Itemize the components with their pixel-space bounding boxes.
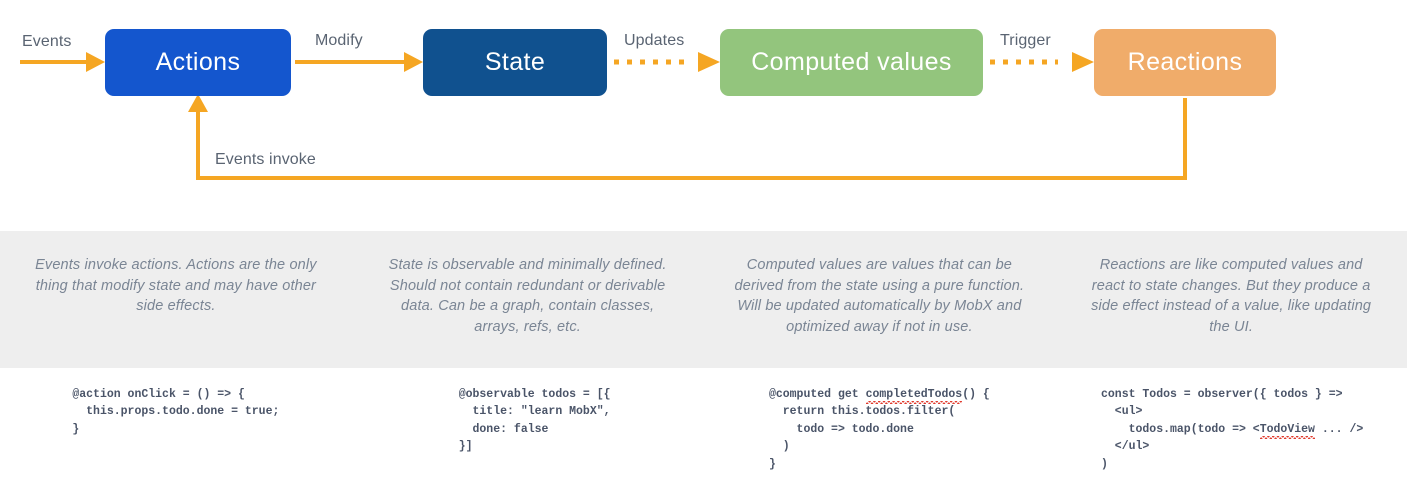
- description-column-actions: Events invoke actions. Actions are the o…: [0, 231, 352, 368]
- description-text-computed-values: Computed values are values that can be d…: [734, 257, 1025, 335]
- description-column-computed-values: Computed values are values that can be d…: [704, 231, 1056, 368]
- node-state-label: State: [484, 48, 546, 76]
- description-text-actions: Events invoke actions. Actions are the o…: [35, 257, 317, 315]
- code-band: @action onClick = () => { this.props.tod…: [0, 368, 1407, 483]
- code-column-computed-values: @computed get completedTodos() { return …: [704, 368, 1056, 483]
- code-sample-reactions: const Todos = observer({ todos } => <ul>…: [1101, 386, 1363, 483]
- spellcheck-flagged-word-completedtodos: completedTodos: [865, 388, 963, 401]
- edge-label-events-invoke: Events invoke: [215, 151, 316, 168]
- code-sample-computed-values: @computed get completedTodos() { return …: [769, 386, 990, 483]
- edge-label-modify: Modify: [315, 32, 363, 49]
- node-reactions[interactable]: Reactions: [1094, 29, 1276, 96]
- arrow-events: [20, 52, 105, 72]
- description-column-state: State is observable and minimally define…: [352, 231, 704, 368]
- description-band: Events invoke actions. Actions are the o…: [0, 231, 1407, 368]
- spellcheck-flagged-word-todoview: TodoView: [1259, 422, 1315, 436]
- edge-label-updates: Updates: [624, 32, 685, 49]
- node-computed-values[interactable]: Computed values: [720, 29, 983, 96]
- node-reactions-label: Reactions: [1127, 48, 1243, 76]
- description-column-reactions: Reactions are like computed values and r…: [1055, 231, 1407, 368]
- description-text-reactions: Reactions are like computed values and r…: [1091, 257, 1372, 335]
- node-actions-label: Actions: [155, 48, 241, 76]
- flow-diagram: Actions State Computed values Reactions …: [0, 0, 1407, 231]
- code-column-state: @observable todos = [{ title: "learn Mob…: [352, 368, 704, 483]
- node-actions[interactable]: Actions: [105, 29, 291, 96]
- arrow-modify: [295, 52, 423, 72]
- code-sample-state: @observable todos = [{ title: "learn Mob…: [458, 388, 611, 454]
- code-prefix: const Todos = observer({ todos } => <ul>…: [1100, 388, 1343, 436]
- arrow-trigger: [990, 52, 1094, 72]
- edge-label-trigger: Trigger: [1000, 32, 1051, 49]
- description-text-state: State is observable and minimally define…: [388, 257, 667, 335]
- node-state[interactable]: State: [423, 29, 607, 96]
- flow-arrows-layer: [20, 52, 1187, 180]
- code-column-actions: @action onClick = () => { this.props.tod…: [0, 368, 352, 483]
- edge-label-events: Events: [22, 33, 72, 50]
- arrow-updates: [614, 52, 720, 72]
- code-prefix: @computed get: [768, 388, 866, 401]
- code-sample-actions: @action onClick = () => { this.props.tod…: [72, 388, 280, 436]
- node-computed-values-label: Computed values: [751, 48, 952, 76]
- code-column-reactions: const Todos = observer({ todos } => <ul>…: [1055, 368, 1407, 483]
- code-suffix: () { return this.todos.filter( todo => t…: [768, 388, 990, 471]
- arrow-events-invoke: [188, 94, 1187, 180]
- code-suffix: ... /> </ul> ): [1100, 422, 1364, 471]
